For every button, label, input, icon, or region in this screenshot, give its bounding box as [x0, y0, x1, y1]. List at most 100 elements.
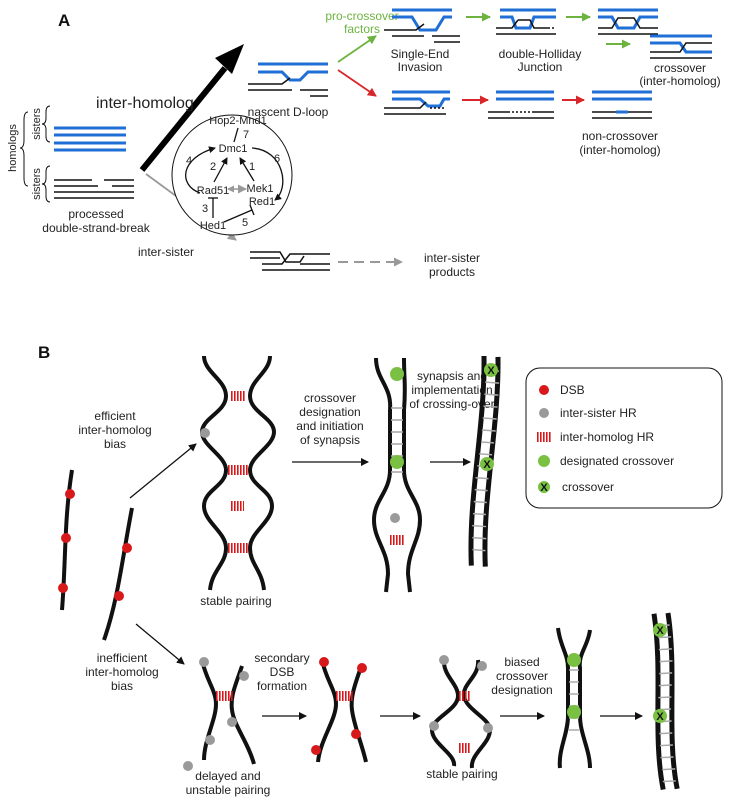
biased-label-2: crossover [496, 669, 548, 683]
biased-label: biased [504, 655, 539, 669]
homologs-label: homologs [7, 124, 19, 172]
crossover-label: crossover [654, 61, 706, 75]
inter-sister-hr-marker [429, 721, 439, 731]
inter-homolog-hr-marker [228, 543, 248, 553]
secondary-dsb-diagram [316, 659, 368, 763]
edge-5-label: 5 [242, 217, 248, 229]
inter-homolog-hr-marker [228, 465, 248, 475]
legend-crossover-label: crossover [562, 480, 614, 494]
red1-label: Red1 [249, 196, 275, 208]
inefficient-arrow [135, 623, 185, 665]
inter-sister-hr-marker [439, 655, 449, 665]
sei-label-2: Invasion [398, 60, 443, 74]
dsb-marker [61, 533, 71, 543]
efficient-label-3: bias [104, 437, 126, 451]
designated-crossover-marker [390, 367, 404, 381]
synapsis-label-3: of crossing-over [409, 397, 494, 411]
secondary-dsb-label: secondary [254, 651, 309, 665]
dmc1-label: Dmc1 [219, 143, 248, 155]
crossover-marker [484, 363, 498, 377]
inter-sister-label: inter-sister [138, 245, 194, 259]
legend-designated-label: designated crossover [560, 454, 674, 468]
inter-homolog-arrow [139, 66, 228, 172]
inter-sister-hr-marker [239, 671, 249, 681]
dsb-marker [65, 489, 75, 499]
stable-pairing-top-diagram [199, 355, 277, 591]
non-crossover-label: non-crossover [582, 129, 658, 143]
efficient-arrow [129, 443, 197, 499]
sei-label: Single-End [391, 47, 450, 61]
dsb-marker [114, 591, 124, 601]
edge-5-bar [249, 204, 255, 216]
codes-label-3: and initiation [296, 419, 363, 433]
hop2-mnd1-label: Hop2-Mnd1 [209, 115, 266, 127]
legend-inter-homolog-label: inter-homolog HR [560, 430, 654, 444]
inefficient-label-3: bias [111, 679, 133, 693]
edge-6 [251, 147, 284, 201]
synapsis-label: synapsis and [417, 369, 487, 383]
codes-label-4: of synapsis [300, 433, 360, 447]
edge-6-label: 6 [274, 153, 280, 165]
edge-3-label: 3 [202, 203, 208, 215]
edge-1-label: 1 [249, 161, 255, 173]
nascent-dloop-label: nascent D-loop [248, 105, 329, 119]
inter-homolog-arrowhead [215, 44, 244, 74]
legend-inter-homolog-swatch [536, 432, 552, 442]
inefficient-label: inefficient [97, 651, 148, 665]
stable-pairing-bottom-label: stable pairing [426, 767, 497, 781]
edge-1 [239, 157, 255, 182]
inter-homolog-hr-marker [458, 691, 470, 701]
synapsed-chromosome-top [468, 356, 500, 567]
efficient-label-2: inter-homolog [78, 423, 151, 437]
crossover-marker [480, 457, 494, 471]
biased-label-3: designation [491, 683, 552, 697]
edge-5 [223, 209, 253, 223]
inter-homolog-hr-marker [389, 535, 405, 545]
nco-intermediate-diagram [384, 90, 450, 115]
designated-crossover-marker [567, 705, 581, 719]
inter-homolog-hr-marker [230, 501, 244, 511]
rad51-label: Rad51 [197, 185, 229, 197]
inter-homolog-hr-marker [216, 691, 234, 701]
delayed-label: delayed and [195, 769, 260, 783]
black-broken-strands [54, 179, 134, 199]
efficient-label: efficient [94, 409, 136, 423]
dsb-marker [351, 729, 361, 739]
panel-b-letter: B [38, 343, 50, 362]
synapsis-label-2: implementation [411, 383, 492, 397]
dhj-label-2: Junction [518, 60, 563, 74]
inter-sister-hr-marker [200, 428, 210, 438]
designated-crossover-marker [567, 653, 581, 667]
legend-dsb-label: DSB [560, 383, 585, 397]
panel-a-letter: A [58, 11, 70, 30]
crossover-marker-mark: X [656, 711, 664, 723]
legend-box [525, 367, 723, 509]
crossover-marker [653, 623, 667, 637]
edge-4-label: 4 [186, 155, 192, 167]
sisters-bottom-brace [41, 165, 51, 203]
delayed-label-2: unstable pairing [186, 783, 271, 797]
inter-homolog-hr-marker [336, 691, 354, 701]
inter-sister-dloop-diagram [250, 251, 330, 271]
pro-crossover-arrow [337, 35, 377, 63]
inter-sister-hr-marker [199, 657, 209, 667]
sisters-bottom-label: sisters [31, 168, 43, 200]
secondary-dsb-label-3: formation [257, 679, 307, 693]
synapsed-chromosome-bottom [651, 612, 680, 791]
inter-sister-hr-marker [205, 735, 215, 745]
crossover-marker [653, 709, 667, 723]
regulatory-network-circle [171, 114, 293, 236]
inter-sister-hr-marker [227, 717, 237, 727]
hed1-label: Hed1 [200, 220, 226, 232]
codes-label: crossover [304, 391, 356, 405]
homologs-brace [19, 111, 29, 187]
edge-7 [233, 127, 239, 143]
single-end-invasion-diagram [384, 8, 460, 43]
pro-crossover-label: pro-crossover [325, 9, 398, 23]
dsb-marker [311, 745, 321, 755]
codes-label-2: designation [299, 405, 360, 419]
legend-dsb-swatch [539, 385, 549, 395]
edge-4 [185, 146, 216, 194]
edge-2 [213, 157, 228, 183]
